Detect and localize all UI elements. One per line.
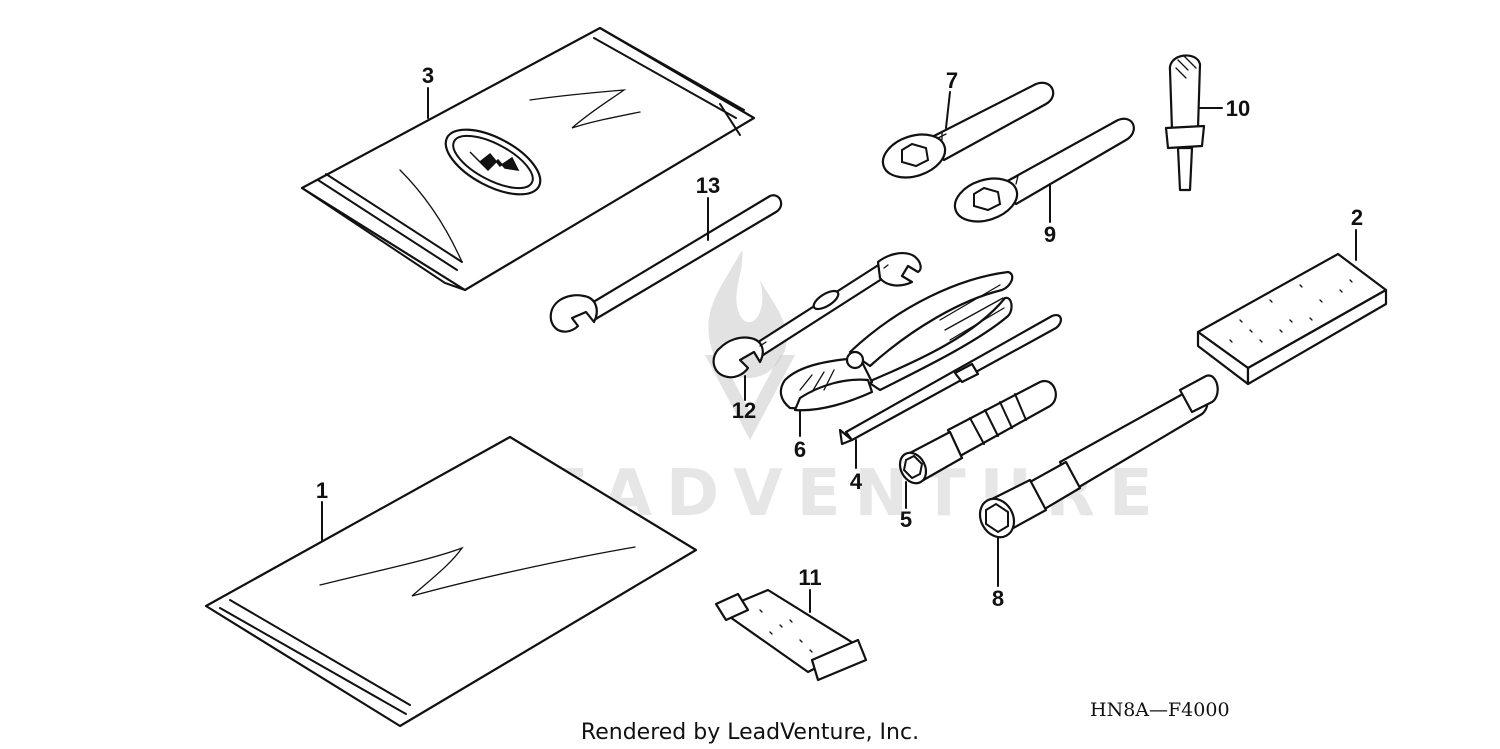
small-screwdriver <box>1164 54 1206 192</box>
foam-pad <box>1196 252 1388 386</box>
callout-11: 11 <box>798 565 821 590</box>
ring-spanner-lower <box>953 117 1135 223</box>
diagram-code: HN8A—F4000 <box>1090 699 1230 721</box>
callout-12: 12 <box>732 398 756 423</box>
callout-labels: 1 2 3 4 5 6 7 8 9 10 11 12 13 <box>316 63 1363 611</box>
callout-13: 13 <box>696 173 720 198</box>
pliers <box>779 270 1014 412</box>
document-bag <box>204 435 698 728</box>
callout-9: 9 <box>1044 222 1056 247</box>
callout-6: 6 <box>794 437 806 462</box>
open-end-wrench-long <box>549 194 783 333</box>
callout-7: 7 <box>946 68 958 93</box>
screwdriver-shaft <box>838 314 1062 446</box>
callout-10: 10 <box>1226 96 1250 121</box>
spark-plug-wrench <box>978 374 1219 539</box>
ring-spanner-upper <box>881 81 1055 179</box>
footer-credit: Rendered by LeadVenture, Inc. <box>581 720 919 745</box>
tool-bag <box>300 26 756 292</box>
callout-5: 5 <box>900 507 912 532</box>
callout-4: 4 <box>850 469 863 494</box>
callout-3: 3 <box>422 63 434 88</box>
callout-8: 8 <box>992 586 1004 611</box>
callout-leaders <box>321 87 1357 613</box>
combination-wrench <box>712 252 922 379</box>
callout-1: 1 <box>316 478 328 503</box>
callout-2: 2 <box>1351 205 1363 230</box>
tool-strap <box>714 588 868 682</box>
socket-wrench-handle <box>898 379 1057 485</box>
